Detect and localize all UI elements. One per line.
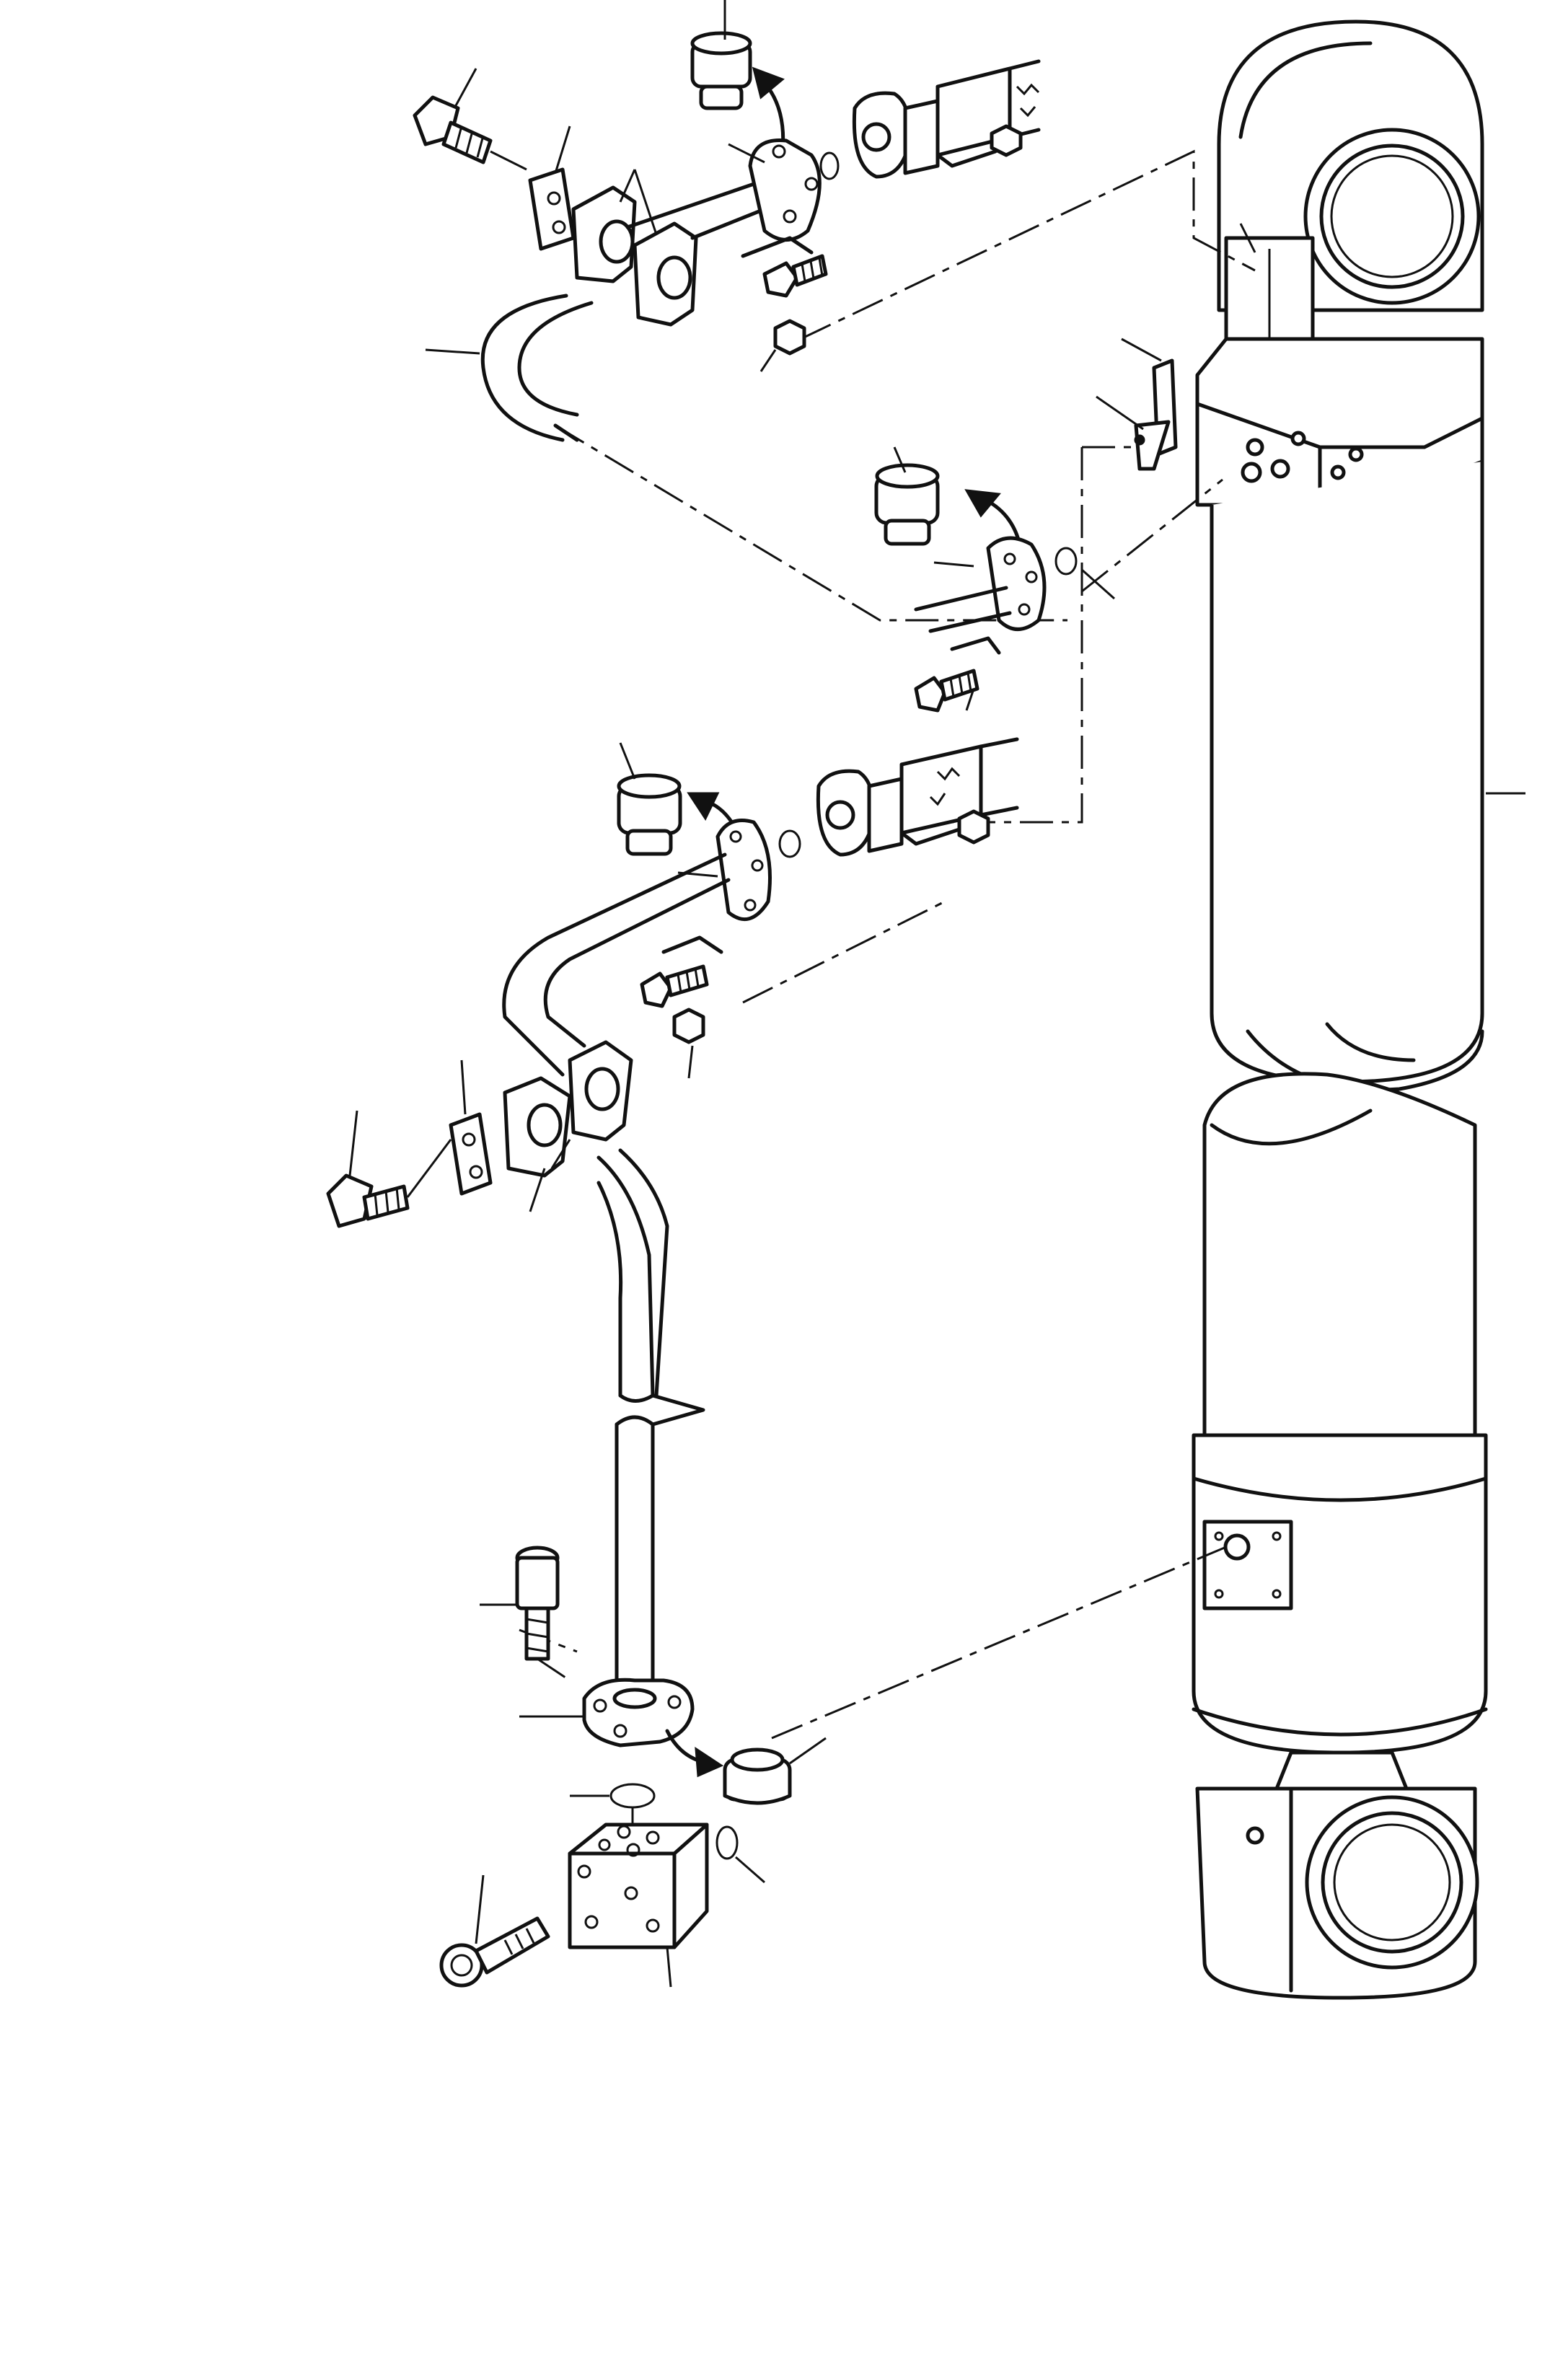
plug-middle <box>874 463 940 546</box>
o-ring-bottom-2 <box>715 1825 739 1860</box>
cylinder-head-block <box>1195 337 1484 507</box>
flange-middle <box>914 536 1047 633</box>
nut-lower-right <box>957 809 990 845</box>
bottom-block-assembly <box>439 1546 827 1988</box>
cylinder-lower-tube <box>1202 1072 1477 1437</box>
cylinder-gland-collar <box>1192 1433 1488 1755</box>
leader-lines-upper <box>425 0 765 355</box>
bolt-upper-left <box>413 95 493 164</box>
plug-lower <box>617 773 682 856</box>
assembly-lines <box>519 149 1256 1740</box>
screw-middle <box>914 636 1001 713</box>
flange-lower <box>715 819 772 921</box>
hose-upper <box>852 59 1041 179</box>
cylinder-bottom-eye <box>1195 1750 1479 2000</box>
screw-lower-flange <box>640 935 723 1008</box>
cylinder-upper-tube <box>1210 462 1484 1092</box>
pipe-lower <box>502 852 731 1704</box>
screw-upper-flange <box>741 236 828 298</box>
pipe-clamp-lower <box>503 1040 633 1178</box>
leader-head-bracket <box>1239 223 1256 253</box>
pipe-clamp-upper <box>571 185 698 327</box>
flange-bottom <box>582 1678 695 1747</box>
nut-upper <box>773 319 806 356</box>
middle-flange-assembly <box>874 446 1115 713</box>
bolt-bottom-vertical <box>515 1546 560 1661</box>
o-ring-middle <box>1054 547 1078 576</box>
upper-pipe-assembly <box>413 0 1041 442</box>
plug-bottom <box>723 1747 792 1805</box>
nut-upper-right <box>990 124 1023 157</box>
bolt-bottom-horizontal <box>439 1916 550 1988</box>
o-ring-bottom-1 <box>609 1783 656 1809</box>
plug-top <box>690 31 752 110</box>
valve-block <box>568 1823 709 1949</box>
lower-pipe-assembly <box>326 737 1019 1704</box>
hose-lower <box>816 737 1019 857</box>
clamp-plate-upper <box>528 167 576 251</box>
o-ring-lower-1 <box>778 829 801 858</box>
bolt-lower-left <box>326 1173 410 1228</box>
flange-upper <box>748 138 822 242</box>
head-brackets <box>1096 338 1178 471</box>
nut-lower <box>672 1008 705 1044</box>
hydraulic-cylinder <box>1192 19 1488 2000</box>
clamp-plate-lower <box>449 1112 493 1196</box>
o-ring-upper-1 <box>819 151 840 180</box>
